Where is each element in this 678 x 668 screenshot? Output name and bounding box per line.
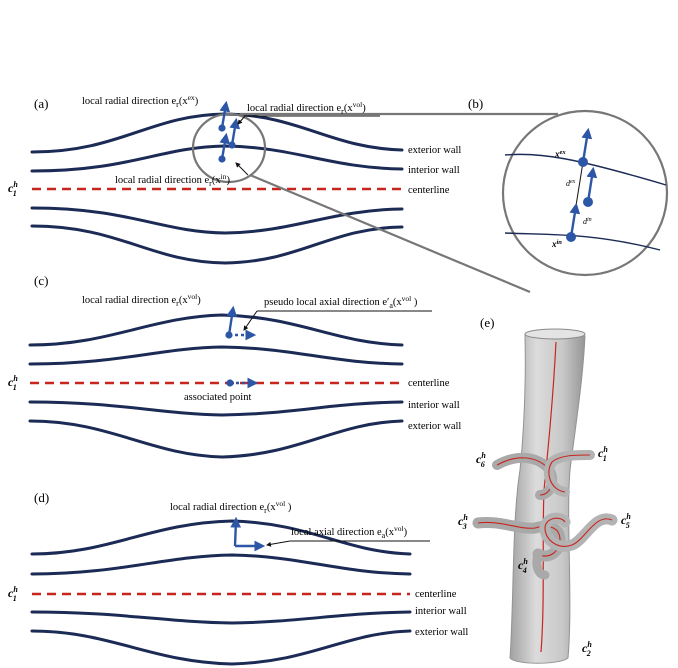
detail-label-dex: dex bbox=[566, 179, 576, 188]
d-leader-arrow bbox=[266, 540, 291, 547]
detail-label-xin: xin bbox=[551, 239, 562, 249]
branch-c5-center bbox=[544, 517, 613, 547]
c-interior-bottom bbox=[28, 400, 404, 417]
label-interior-wall: interior wall bbox=[408, 165, 460, 176]
d-exterior-bottom bbox=[30, 629, 412, 666]
panel-d-label: (d) bbox=[34, 490, 49, 505]
c-label-exterior: exterior wall bbox=[408, 421, 461, 432]
zoom-circle bbox=[191, 112, 267, 184]
d-label-exterior: exterior wall bbox=[415, 627, 468, 638]
leader-in bbox=[235, 162, 249, 176]
d-radial-vector bbox=[230, 516, 242, 547]
d-label-axial: local axial direction ea(xvol) bbox=[291, 524, 408, 540]
c-exterior-bottom bbox=[28, 419, 404, 459]
detail-label-xex: xex bbox=[554, 149, 566, 159]
panel-b-label: (b) bbox=[468, 96, 483, 111]
label-exterior-wall: exterior wall bbox=[408, 145, 461, 156]
panel-a: (a) local radial direction er(xex) local… bbox=[8, 93, 558, 294]
radial-vector-ex bbox=[219, 100, 231, 129]
interior-wall-top bbox=[30, 144, 404, 173]
c-label-interior: interior wall bbox=[408, 400, 460, 411]
d-label-interior: interior wall bbox=[415, 606, 467, 617]
d-interior-bottom bbox=[30, 610, 412, 625]
label-radial-in: local radial direction er(xin) bbox=[115, 172, 230, 188]
panel-c: (c) local radial direction er(xvol) pseu… bbox=[8, 273, 461, 459]
detail-interior-wall bbox=[504, 232, 661, 251]
panel-c-label: (c) bbox=[34, 273, 48, 288]
detail-vec-vol bbox=[586, 166, 598, 203]
radial-vector-in bbox=[219, 132, 231, 160]
label-centerline: centerline bbox=[408, 185, 450, 196]
c-label-radial: local radial direction er(xvol) bbox=[82, 292, 201, 308]
panel-e-label: (e) bbox=[480, 315, 494, 330]
branch-c4 bbox=[532, 549, 550, 580]
d-interior-top bbox=[30, 553, 412, 576]
main-vessel-top-opening bbox=[524, 328, 586, 340]
panel-d: (d) local radial direction er(xvol ) loc… bbox=[8, 490, 468, 666]
branch-c3-center bbox=[477, 521, 561, 557]
zoom-connector-bottom bbox=[249, 173, 531, 294]
c-interior-top bbox=[28, 345, 404, 366]
label-radial-ex: local radial direction er(xex) bbox=[82, 93, 199, 109]
c-label-associated-point: associated point bbox=[184, 392, 251, 403]
panel-b: (b) xex xin dex din bbox=[468, 96, 669, 277]
detail-label-din: din bbox=[583, 217, 592, 226]
exterior-wall-bottom bbox=[30, 224, 404, 265]
radial-vector-vol bbox=[229, 117, 241, 146]
leader-vol-arrow bbox=[237, 115, 246, 125]
zoom-detail-circle bbox=[501, 109, 669, 277]
interior-wall-bottom bbox=[30, 206, 404, 235]
c-leader-arrow bbox=[243, 310, 258, 331]
c-label-centerline: centerline bbox=[408, 378, 450, 389]
c-label-pseudo-axial: pseudo local axial direction e′a(xvol ) bbox=[264, 294, 418, 310]
detail-vec-ex bbox=[581, 127, 593, 163]
label-radial-vol: local radial direction er(xvol) bbox=[247, 100, 366, 116]
d-label-radial: local radial direction er(xvol ) bbox=[170, 499, 292, 515]
c-exterior-top bbox=[28, 313, 404, 347]
detail-exterior-wall bbox=[504, 153, 667, 186]
panel-a-label: (a) bbox=[34, 96, 48, 111]
c-radial-vector bbox=[226, 305, 238, 336]
branch-c1-center bbox=[548, 454, 591, 493]
d-label-centerline: centerline bbox=[415, 589, 457, 600]
detail-vec-in bbox=[569, 202, 581, 238]
